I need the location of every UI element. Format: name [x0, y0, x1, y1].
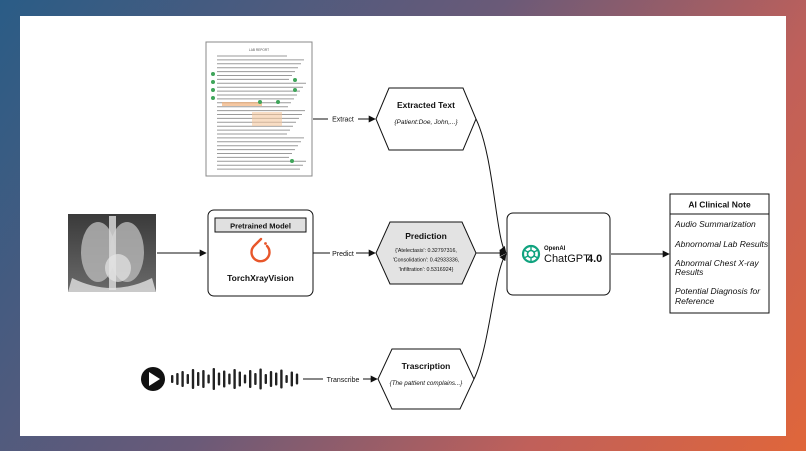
waveform-bar: [295, 373, 299, 385]
extracted-text-node: Extracted Text {Patient:Doe, John,...}: [375, 87, 477, 151]
prediction-line: 'Infiltration': 0.5316924}: [399, 267, 454, 273]
clinical-note-item: Potential Diagnosis for: [675, 286, 761, 296]
document-marker: [211, 88, 215, 92]
waveform-bar: [186, 374, 189, 384]
document-marker: [276, 100, 280, 104]
clinical-note-item: Abnornomal Lab Results: [674, 239, 769, 249]
waveform-bar: [243, 374, 247, 384]
openai-brand: OpenAI: [544, 246, 566, 252]
waveform-bar: [223, 370, 226, 388]
pretrained-model-box: Pretrained Model TorchXrayVision: [207, 209, 314, 297]
predict-label: Predict: [332, 251, 354, 258]
chest-xray-image: [68, 214, 156, 292]
document-marker: [293, 78, 297, 82]
clinical-note-item: Audio Summarization: [674, 219, 756, 229]
extracted-to-chatgpt-arrow: [475, 118, 507, 254]
extracted-text-body: {Patient:Doe, John,...}: [394, 119, 458, 126]
waveform-bar: [228, 373, 231, 385]
transcription-body: {The pattient complains...}: [390, 380, 463, 387]
waveform-bar: [171, 375, 174, 383]
waveform-bars: [171, 368, 299, 390]
waveform-bar: [249, 370, 252, 388]
clinical-note-item: Results: [675, 267, 704, 277]
document-marker: [293, 88, 297, 92]
waveform-bar: [238, 371, 241, 387]
model-header: Pretrained Model: [230, 222, 291, 231]
clinical-note-title: AI Clinical Note: [688, 200, 751, 210]
prediction-line: 'Consolidation': 0.42933336,: [393, 258, 460, 264]
extract-label: Extract: [332, 117, 354, 124]
waveform-bar: [275, 372, 278, 386]
document-marker: [258, 100, 262, 104]
document-marker: [211, 80, 215, 84]
chatgpt-box: OpenAI ChatGPT 4.0: [506, 212, 611, 296]
document-marker: [290, 159, 294, 163]
waveform-bar: [285, 375, 288, 383]
document-marker: [211, 72, 215, 76]
document-marker: [211, 96, 215, 100]
prediction-title: Prediction: [405, 231, 447, 241]
transcribe-label: Transcribe: [327, 377, 360, 384]
waveform-bar: [217, 372, 221, 386]
waveform-bar: [254, 373, 257, 385]
waveform-bar: [176, 373, 179, 385]
waveform-bar: [212, 368, 215, 390]
edges: Extract Predict Transcribe: [157, 113, 670, 385]
waveform-bar: [181, 371, 184, 387]
model-name: TorchXrayVision: [227, 273, 294, 283]
chatgpt-product: ChatGPT: [544, 253, 590, 265]
flow-diagram: LAB REPORT Pretrained Model: [68, 41, 770, 410]
transcription-node: Trascription {The pattient complains...}: [377, 348, 475, 410]
transcription-title: Trascription: [402, 361, 451, 371]
waveform-bar: [259, 368, 262, 390]
lab-report-document: LAB REPORT: [205, 41, 313, 177]
prediction-node: Prediction {'Atelectasis': 0.32797316, '…: [375, 221, 477, 285]
clinical-note-item: Abnormal Chest X-ray: [674, 258, 759, 268]
waveform-bar: [290, 371, 293, 387]
openai-logo-icon: [521, 244, 541, 264]
waveform-bar: [197, 372, 200, 386]
document-highlight: [222, 102, 262, 106]
audio-waveform: [141, 367, 299, 391]
prediction-line: {'Atelectasis': 0.32797316,: [395, 248, 457, 254]
play-triangle-icon: [149, 372, 160, 386]
chatgpt-version: 4.0: [587, 253, 602, 265]
diagram-panel: LAB REPORT Pretrained Model: [20, 16, 786, 436]
waveform-bar: [280, 369, 283, 389]
document-highlight: [252, 112, 282, 126]
waveform-bar: [207, 374, 210, 384]
document-heading: LAB REPORT: [249, 48, 269, 52]
pytorch-flame-icon: [250, 237, 271, 263]
waveform-bar: [264, 374, 267, 384]
waveform-bar: [233, 369, 236, 389]
transcription-to-chatgpt-arrow: [473, 253, 507, 380]
waveform-bar: [191, 369, 195, 389]
clinical-note-item: Reference: [675, 296, 714, 306]
waveform-bar: [202, 370, 205, 388]
clinical-note-box: AI Clinical Note Audio Summarization Abn…: [669, 193, 770, 314]
waveform-bar: [269, 371, 273, 387]
extracted-text-title: Extracted Text: [397, 100, 455, 110]
